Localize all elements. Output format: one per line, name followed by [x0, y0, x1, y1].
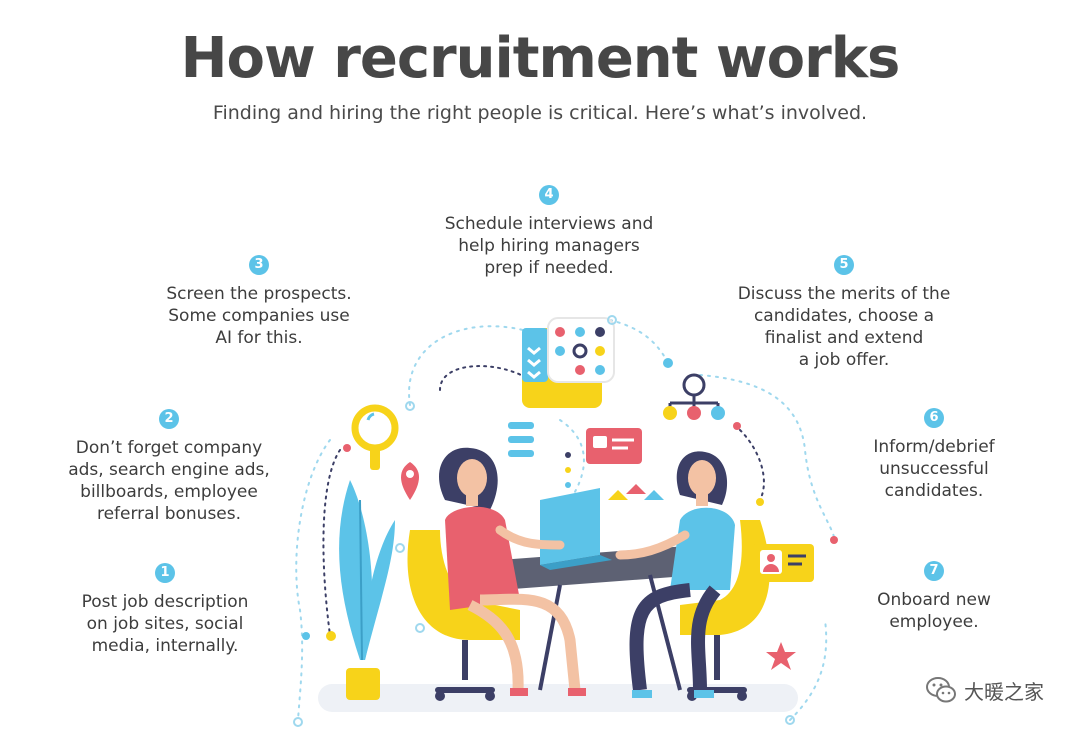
step-badge: 4: [539, 185, 559, 205]
step-badge: 7: [924, 561, 944, 581]
step-badge: 6: [924, 408, 944, 428]
org-chart-icon: [663, 358, 741, 430]
step-5: 5 Discuss the merits of the candidates, …: [714, 255, 974, 371]
dot-grid-icon: [547, 317, 615, 383]
step-6: 6 Inform/debrief unsuccessful candidates…: [846, 408, 1022, 502]
step-badge: 2: [159, 409, 179, 429]
decor-dots: [293, 315, 838, 727]
stack-bars-icon: [508, 422, 534, 457]
dark-dotted-connectors: [322, 365, 765, 636]
star-icon: [766, 642, 796, 670]
step-3: 3 Screen the prospects. Some companies u…: [146, 255, 372, 349]
step-text: Post job description on job sites, socia…: [81, 592, 249, 656]
watermark-text: 大暖之家: [964, 679, 1044, 704]
step-text: Inform/debrief unsuccessful candidates.: [873, 437, 995, 501]
plant-icon: [339, 480, 395, 700]
woman-right: [615, 451, 735, 698]
page-title: How recruitment works: [180, 26, 901, 91]
step-badge: 1: [155, 563, 175, 583]
profile-card-icon: [752, 544, 814, 582]
step-text: Discuss the merits of the candidates, ch…: [737, 284, 951, 370]
watermark: 大暖之家: [924, 673, 1044, 707]
step-badge: 3: [249, 255, 269, 275]
id-card-icon: [586, 428, 642, 464]
page-subtitle: Finding and hiring the right people is c…: [212, 102, 868, 124]
step-text: Don’t forget company ads, search engine …: [68, 438, 270, 524]
step-1: 1 Post job description on job sites, soc…: [52, 563, 278, 657]
location-pin-icon: [401, 462, 419, 500]
step-4: 4 Schedule interviews and help hiring ma…: [420, 185, 678, 279]
desk: [500, 545, 700, 691]
step-7: 7 Onboard new employee.: [846, 561, 1022, 633]
dotted-connectors: [295, 319, 836, 721]
triangles-icon: [608, 484, 664, 500]
woman-left: [439, 447, 586, 696]
magnifier-icon: [351, 404, 399, 470]
step-2: 2 Don’t forget company ads, search engin…: [46, 409, 292, 525]
step-badge: 5: [834, 255, 854, 275]
laptop: [540, 488, 612, 570]
step-text: Onboard new employee.: [877, 590, 991, 632]
wechat-icon: [926, 677, 956, 703]
step-text: Screen the prospects. Some companies use…: [166, 284, 352, 348]
step-text: Schedule interviews and help hiring mana…: [444, 214, 654, 278]
